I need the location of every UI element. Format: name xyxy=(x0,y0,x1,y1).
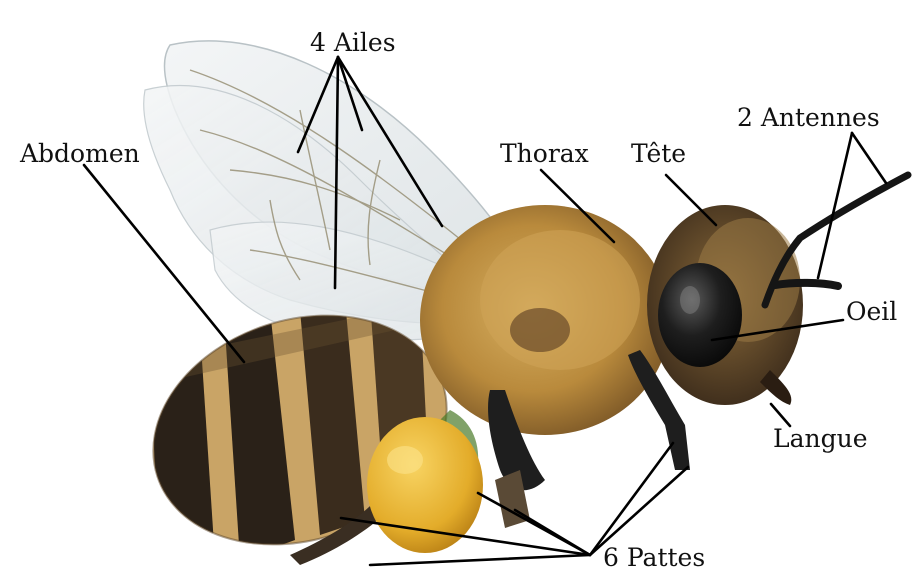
leader-tongue xyxy=(771,404,790,426)
label-eye: Oeil xyxy=(846,297,897,326)
head-shape xyxy=(647,205,803,405)
pollen-load xyxy=(367,417,483,553)
compound-eye xyxy=(658,263,742,367)
leader-legs-5 xyxy=(590,443,673,555)
label-head: Tête xyxy=(631,139,686,168)
label-legs: 6 Pattes xyxy=(603,543,705,572)
label-abdomen: Abdomen xyxy=(19,139,140,168)
label-wings: 4 Ailes xyxy=(310,28,396,57)
label-tongue: Langue xyxy=(773,424,868,453)
leader-legs-2 xyxy=(370,555,590,565)
label-antennae: 2 Antennes xyxy=(737,103,880,132)
thorax-shape xyxy=(420,205,670,435)
leader-antennae-2 xyxy=(852,133,886,183)
label-thorax: Thorax xyxy=(500,139,589,168)
leader-legs-6 xyxy=(590,467,688,555)
